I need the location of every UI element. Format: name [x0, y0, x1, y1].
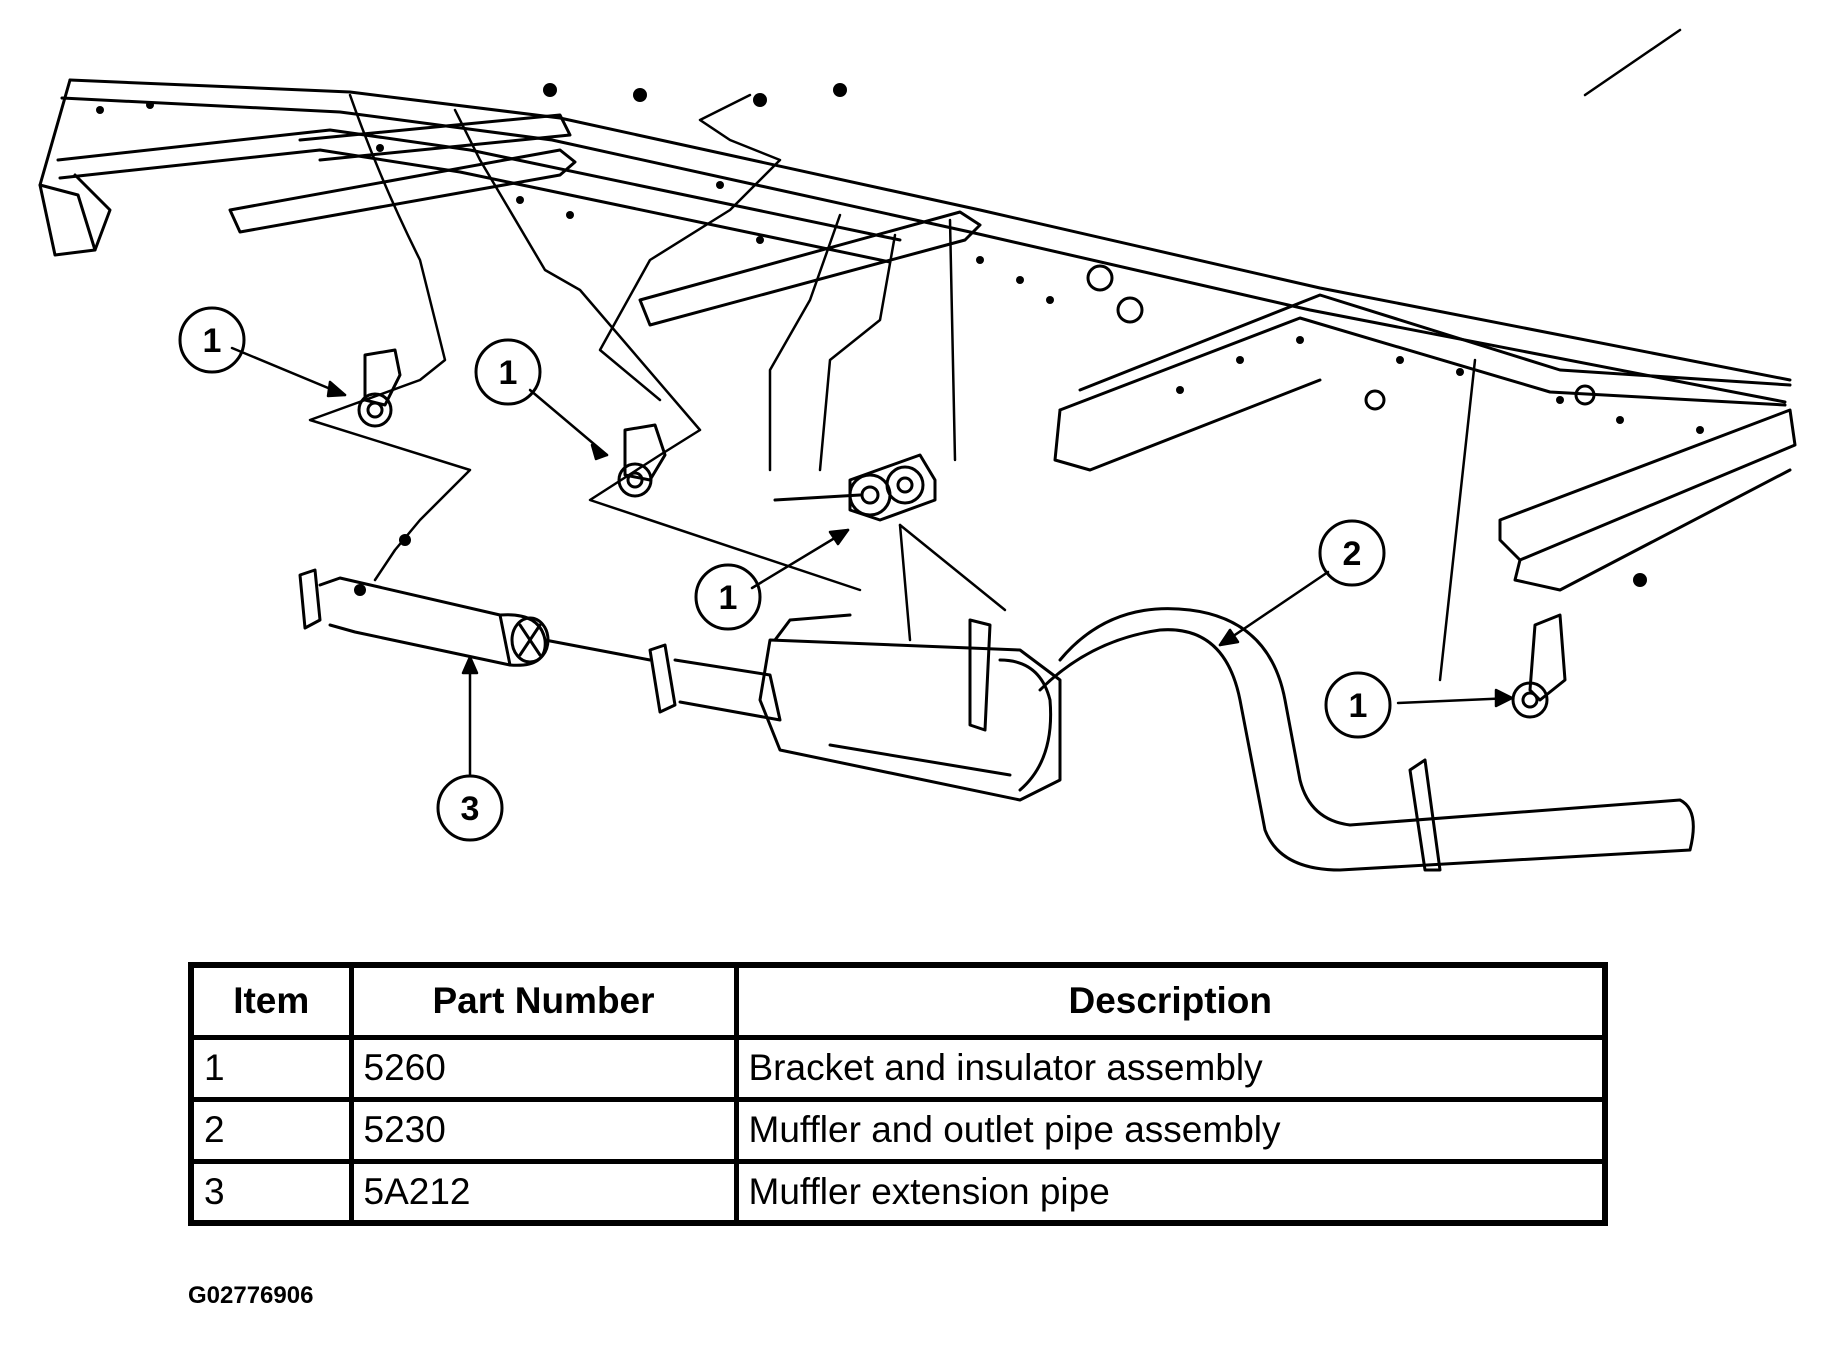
- table-row: 2 5230 Muffler and outlet pipe assembly: [188, 1096, 1608, 1164]
- leader-lines: [230, 346, 1514, 777]
- table-row: 3 5A212 Muffler extension pipe: [188, 1158, 1608, 1226]
- muffler-outlet-pipe: [1038, 607, 1695, 872]
- cell-item: 3: [188, 1158, 354, 1226]
- cell-description: Bracket and insulator assembly: [733, 1034, 1608, 1102]
- svg-text:1: 1: [719, 579, 738, 617]
- muffler-extension-pipe: [298, 568, 652, 667]
- table-header-row: Item Part Number Description: [188, 962, 1608, 1040]
- header-description: Description: [733, 962, 1608, 1040]
- hanger-rear: [1511, 613, 1567, 719]
- cell-item: 1: [188, 1034, 354, 1102]
- chassis-lines: [308, 28, 1682, 682]
- header-part-number: Part Number: [348, 962, 739, 1040]
- callout-2: 2: [1318, 519, 1386, 587]
- cell-description: Muffler extension pipe: [733, 1158, 1608, 1226]
- cell-part-number: 5A212: [348, 1158, 739, 1226]
- vehicle-frame: [38, 78, 1797, 592]
- muffler-assembly: [648, 613, 1062, 802]
- cell-description: Muffler and outlet pipe assembly: [733, 1096, 1608, 1164]
- exhaust-system-diagram: 1 1 1 1 2 3: [38, 28, 1797, 872]
- hanger-muffler-front: [773, 453, 937, 522]
- header-item: Item: [188, 962, 354, 1040]
- svg-text:1: 1: [499, 354, 518, 392]
- callout-1-front-mid: 1: [474, 338, 542, 406]
- svg-text:2: 2: [1343, 535, 1362, 573]
- callout-1-rear: 1: [1324, 671, 1392, 739]
- hanger-front-left: [357, 348, 402, 428]
- figure-code: G02776906: [188, 1282, 314, 1309]
- callout-1-muffler: 1: [694, 563, 762, 631]
- cell-part-number: 5230: [348, 1096, 739, 1164]
- hanger-front-mid: [617, 423, 667, 498]
- cell-part-number: 5260: [348, 1034, 739, 1102]
- cell-item: 2: [188, 1096, 354, 1164]
- svg-text:1: 1: [203, 322, 222, 360]
- svg-text:3: 3: [461, 790, 480, 828]
- svg-text:1: 1: [1349, 687, 1368, 725]
- parts-table: Item Part Number Description 1 5260 Brac…: [188, 962, 1608, 1226]
- callout-3: 3: [436, 774, 504, 842]
- callout-1-front-left: 1: [178, 306, 246, 374]
- table-row: 1 5260 Bracket and insulator assembly: [188, 1034, 1608, 1102]
